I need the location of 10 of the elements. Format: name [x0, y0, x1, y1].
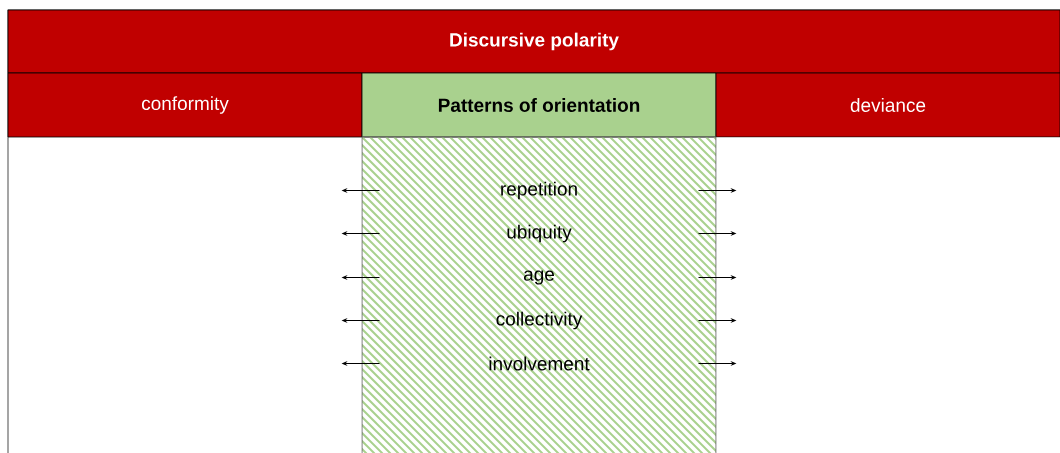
- list-item: age: [523, 270, 554, 285]
- list-item: collectivity: [496, 311, 583, 330]
- column-header: Patterns of orientation: [361, 72, 717, 138]
- list-item: involvement: [489, 356, 590, 371]
- column-header: deviance: [715, 72, 1060, 138]
- node-label: Discursive polarity: [450, 32, 619, 51]
- column-header: conformity: [7, 72, 363, 138]
- list-item: ubiquity: [507, 224, 572, 243]
- hatched-column: [361, 136, 717, 453]
- list-item: repetition: [501, 181, 577, 200]
